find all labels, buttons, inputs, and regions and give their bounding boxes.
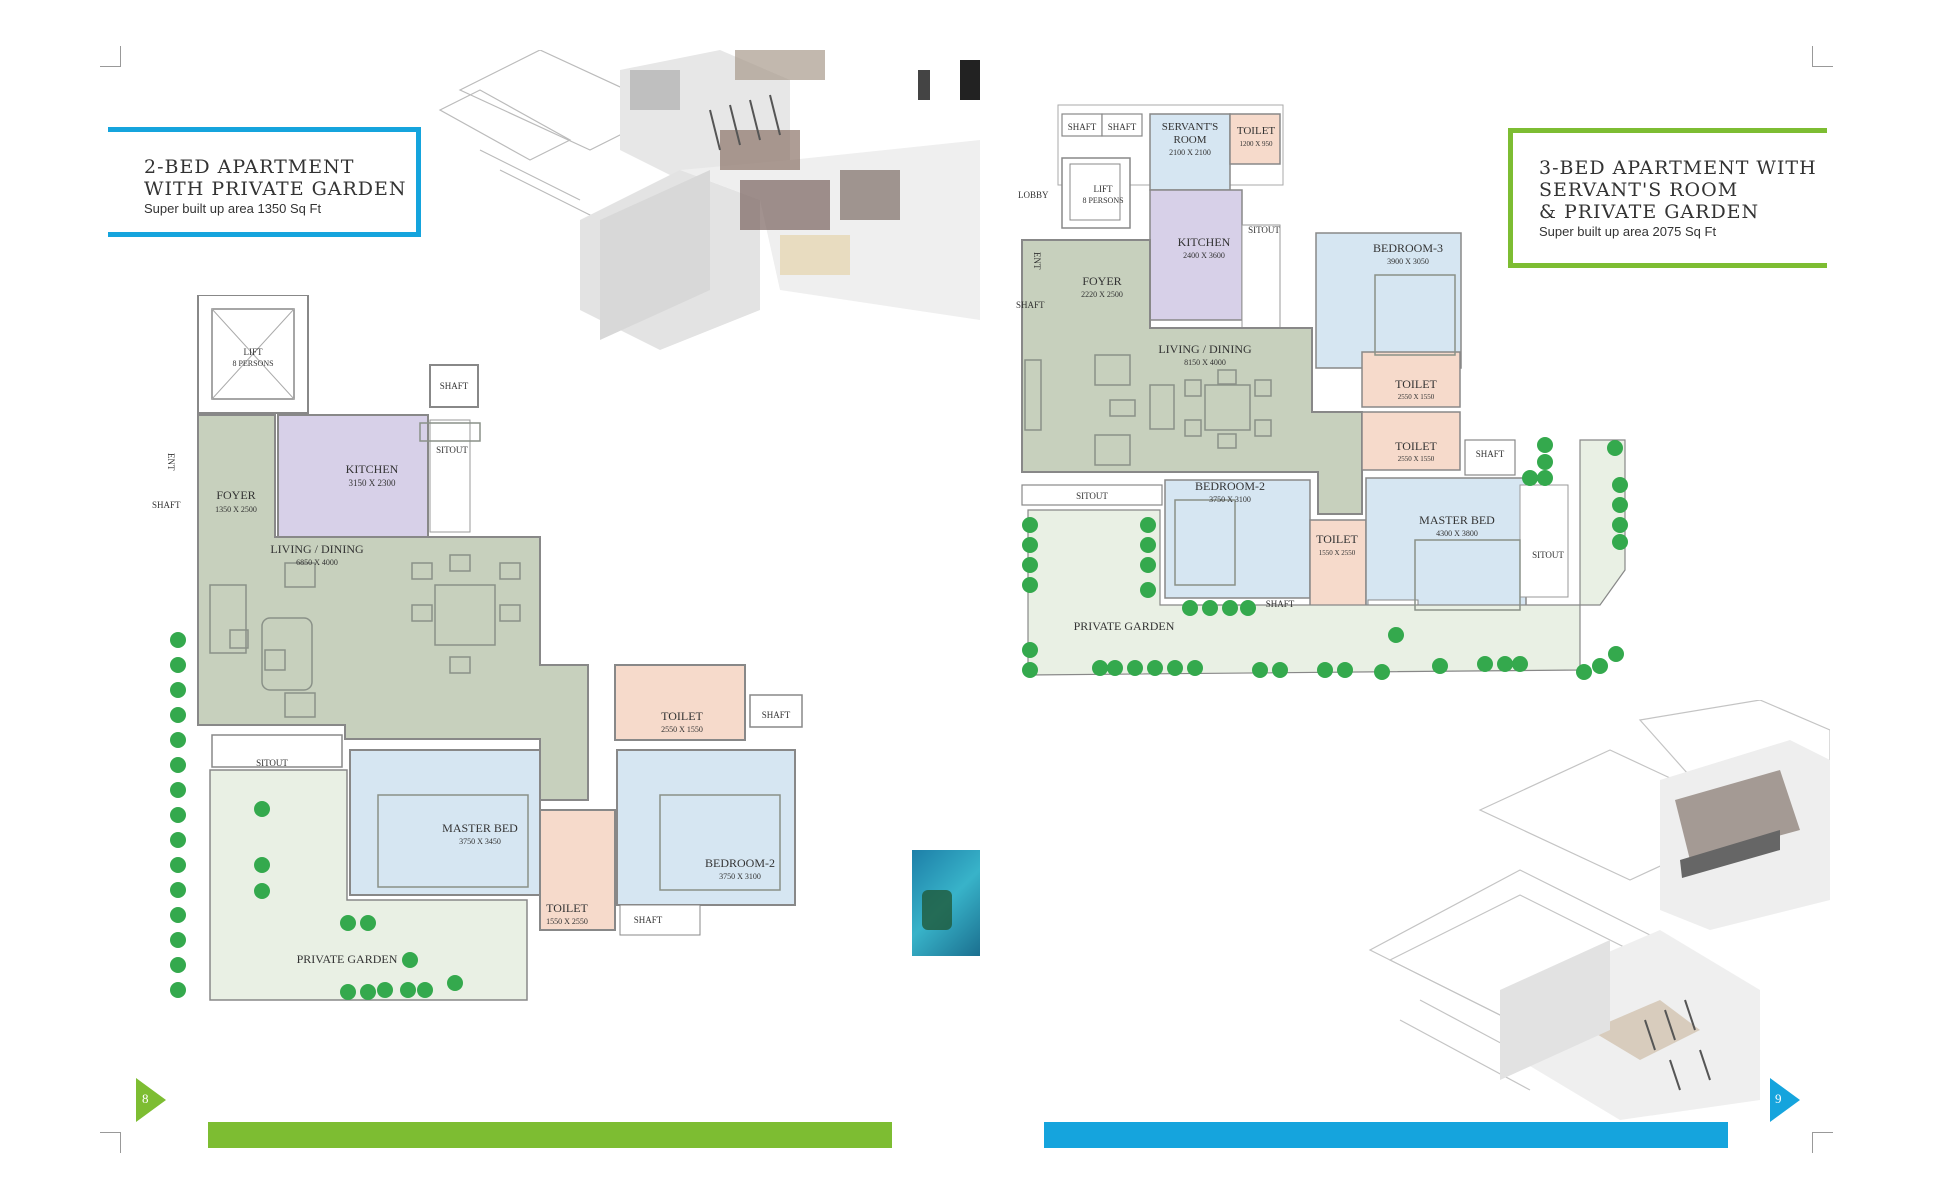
living-size: 6850 X 4000 [296,558,338,567]
toilet-label: TOILET [1237,125,1276,137]
servants-room-size: 2100 X 2100 [1169,148,1211,157]
toilet-size: 1550 X 2550 [546,917,588,926]
shaft-label: SHAFT [1016,300,1045,310]
bedroom3-size: 3900 X 3050 [1387,257,1429,266]
servants-room-label: SERVANT'S [1162,121,1219,133]
crop-mark-bottom-right [1812,1132,1833,1153]
sitout-label: SITOUT [436,445,468,455]
lift-label: LIFT [244,347,264,357]
kitchen-size: 2400 X 3600 [1183,251,1225,260]
bedroom2-size: 3750 X 3100 [719,872,761,881]
right-title-line2: SERVANT'S ROOM [1539,179,1739,201]
master-bed-label: MASTER BED [442,821,518,835]
foyer-label: FOYER [1082,274,1121,288]
floor-plan-2bed: LIFT 8 PERSONS SHAFT KITCHEN 3150 X 2300… [152,295,803,1001]
left-area-text: Super built up area 1350 Sq Ft [144,201,322,216]
crop-mark-top-right [1812,46,1833,67]
page-number-right: 9 [1775,1091,1782,1106]
toilet-size: 1550 X 2550 [1319,549,1356,557]
left-title-line1: 2-BED APARTMENT [144,156,355,178]
toilet-label: TOILET [661,709,703,723]
shaft-label: SHAFT [634,915,663,925]
page-number-marker-left [136,1078,166,1122]
thumbnail-image [912,850,980,956]
foyer-size: 1350 X 2500 [215,505,257,514]
ent-label: ENT [1032,252,1042,270]
master-bed-size: 3750 X 3450 [459,837,501,846]
private-garden-label: PRIVATE GARDEN [1074,619,1175,633]
servants-room-label-2: ROOM [1173,134,1206,146]
isometric-view-2bed [438,50,980,350]
crop-mark-bottom-left [100,1132,121,1153]
sitout-label: SITOUT [1076,491,1108,501]
lift-capacity-label: 8 PERSONS [1082,196,1123,205]
right-title-line1: 3-BED APARTMENT WITH [1539,157,1817,179]
sitout-label: SITOUT [256,758,288,768]
isometric-view-3bed [1368,700,1830,1120]
page-number-left: 8 [142,1091,149,1106]
private-garden-label: PRIVATE GARDEN [297,952,398,966]
foyer-label: FOYER [216,488,255,502]
bedroom2-label: BEDROOM-2 [705,856,775,870]
master-bed-size: 4300 X 3800 [1436,529,1478,538]
kitchen-label: KITCHEN [1178,235,1231,249]
toilet-label: TOILET [1316,532,1358,546]
toilet-label: TOILET [546,901,588,915]
toilet-size: 2550 X 1550 [1398,393,1435,401]
shaft-label: SHAFT [1108,122,1137,132]
kitchen-size: 3150 X 2300 [349,478,396,488]
bedroom3-label: BEDROOM-3 [1373,241,1443,255]
lobby-label: LOBBY [1018,190,1049,200]
right-title-line3: & PRIVATE GARDEN [1539,201,1760,223]
ent-label: ENT [166,453,176,471]
shaft-label: SHAFT [152,500,181,510]
living-label: LIVING / DINING [270,542,364,556]
toilet-size: 2550 X 1550 [1398,455,1435,463]
bedroom2-size: 3750 X 3100 [1209,495,1251,504]
master-bed-label: MASTER BED [1419,513,1495,527]
living-size: 8150 X 4000 [1184,358,1226,367]
right-title-box: 3-BED APARTMENT WITH SERVANT'S ROOM & PR… [1508,128,1827,268]
toilet-size: 2550 X 1550 [661,725,703,734]
shaft-label: SHAFT [440,381,469,391]
floor-plan-3bed: SHAFT SHAFT SERVANT'S ROOM 2100 X 2100 T… [1016,104,1628,680]
sitout-label: SITOUT [1248,225,1280,235]
kitchen-label: KITCHEN [346,462,399,476]
sitout-label: SITOUT [1532,550,1564,560]
shaft-label: SHAFT [1476,449,1505,459]
left-title-box: 2-BED APARTMENT WITH PRIVATE GARDEN Supe… [108,127,421,237]
foyer-size: 2220 X 2500 [1081,290,1123,299]
left-title-line2: WITH PRIVATE GARDEN [144,178,407,200]
bedroom2-label: BEDROOM-2 [1195,479,1265,493]
toilet-label: TOILET [1395,439,1437,453]
toilet-size: 1200 X 950 [1239,140,1273,148]
toilet-label: TOILET [1395,377,1437,391]
crop-mark-top-left [100,46,121,67]
right-accent-bar [1044,1122,1728,1148]
lift-label: LIFT [1094,184,1114,194]
shaft-label: SHAFT [762,710,791,720]
right-area-text: Super built up area 2075 Sq Ft [1539,224,1717,239]
page-number-marker-right [1770,1078,1800,1122]
lift-capacity-label: 8 PERSONS [232,359,273,368]
shaft-label: SHAFT [1266,599,1295,609]
shaft-label: SHAFT [1068,122,1097,132]
living-label: LIVING / DINING [1158,342,1252,356]
left-accent-bar [208,1122,892,1148]
